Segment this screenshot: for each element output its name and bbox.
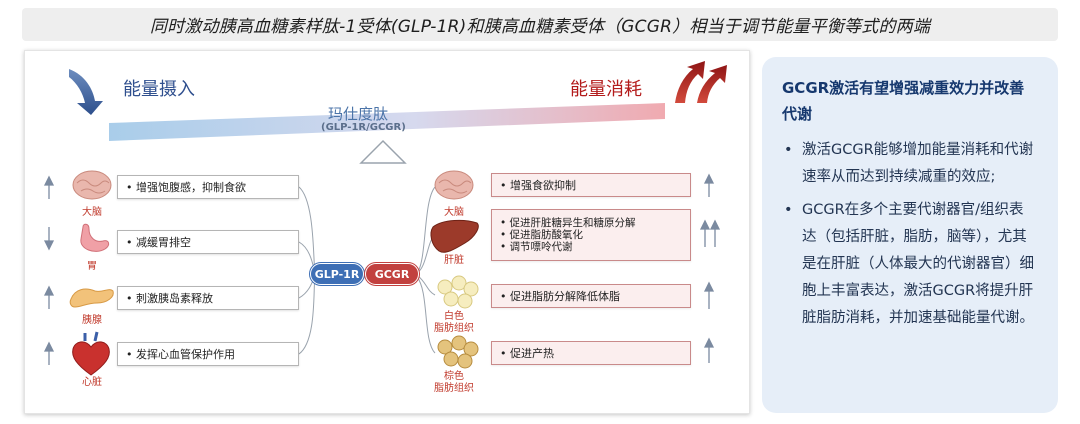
effect-text: 发挥心血管保护作用 <box>136 348 235 361</box>
organ-label-liver: 肝脏 <box>444 255 464 266</box>
panel-title: GCGR激活有望增强减重效力并改善代谢 <box>782 79 1025 123</box>
effect-card-satiety: • 增强饱腹感，抑制食欲 <box>117 175 299 199</box>
gcgr-receptor-pill: GCGR <box>365 263 419 285</box>
stomach-icon <box>80 223 110 252</box>
organ-label-brain: 大脑 <box>82 207 102 218</box>
effect-card-insulin: • 刺激胰岛素释放 <box>117 286 299 310</box>
mechanism-diagram: 能量摄入 能量消耗 玛仕度肽 (GLP-1R/GCGR) 大脑 胃 胰腺 心脏 … <box>24 50 750 414</box>
organ-label-pancreas: 胰腺 <box>82 315 102 326</box>
effect-text: 促进产热 <box>510 347 554 360</box>
page-title: 同时激动胰高血糖素样肽-1受体(GLP-1R)和胰高血糖素受体（GCGR）相当于… <box>149 17 931 37</box>
brown-fat-icon <box>437 335 479 369</box>
left-direction-arrows <box>43 175 55 365</box>
drug-name: 玛仕度肽 <box>328 105 389 123</box>
energy-expenditure-label: 能量消耗 <box>570 79 642 100</box>
diagram-graphics <box>43 61 727 376</box>
liver-icon <box>430 219 479 253</box>
intake-down-arrow-icon <box>69 69 103 115</box>
panel-bullet: 激活GCGR能够增加能量消耗和代谢速率从而达到持续减重的效应; <box>782 137 1038 191</box>
effect-text: 促进脂肪分解降低体脂 <box>510 290 620 303</box>
effect-card-liver: • 促进肝脏糖异生和糖原分解 • 促进脂肪酸氧化 • 调节嘌呤代谢 <box>491 209 691 261</box>
effect-text: 刺激胰岛素释放 <box>136 292 213 305</box>
organ-label-brain-right: 大脑 <box>444 207 464 218</box>
effect-text: 促进肝脏糖异生和糖原分解 <box>509 217 636 229</box>
heart-icon <box>72 331 110 376</box>
effect-card-lipolysis: • 促进脂肪分解降低体脂 <box>491 284 691 308</box>
effect-text: 增强饱腹感，抑制食欲 <box>136 181 246 194</box>
energy-intake-label: 能量摄入 <box>123 79 195 100</box>
right-direction-arrows <box>699 173 721 363</box>
effect-card-appetite: • 增强食欲抑制 <box>491 173 691 197</box>
organ-label-stomach: 胃 <box>87 261 97 272</box>
effect-card-thermogenesis: • 促进产热 <box>491 341 691 365</box>
expenditure-up-arrows-icon <box>675 61 727 103</box>
gcgr-summary-panel: GCGR激活有望增强减重效力并改善代谢 激活GCGR能够增加能量消耗和代谢速率从… <box>762 57 1058 413</box>
effect-card-cardio: • 发挥心血管保护作用 <box>117 342 299 366</box>
glp1r-receptor-pill: GLP-1R <box>310 263 364 285</box>
panel-bullets: 激活GCGR能够增加能量消耗和代谢速率从而达到持续减重的效应; GCGR在多个主… <box>782 137 1038 332</box>
effect-text: 增强食欲抑制 <box>510 179 576 192</box>
organ-label-heart: 心脏 <box>82 377 102 388</box>
effect-text: 促进脂肪酸氧化 <box>509 229 584 241</box>
brain-icon-right <box>434 170 474 200</box>
balance-fulcrum <box>359 139 407 164</box>
title-bar: 同时激动胰高血糖素样肽-1受体(GLP-1R)和胰高血糖素受体（GCGR）相当于… <box>22 8 1058 41</box>
balance-beam <box>109 103 665 141</box>
right-connectors <box>416 186 436 354</box>
organ-label-brown-fat: 棕色 脂肪组织 <box>434 371 474 394</box>
effect-card-gastric: • 减缓胃排空 <box>117 230 299 254</box>
organ-label-white-fat: 白色 脂肪组织 <box>434 311 474 334</box>
brain-icon <box>72 170 112 200</box>
drug-targets: (GLP-1R/GCGR) <box>321 122 406 133</box>
effect-text: 调节嘌呤代谢 <box>509 241 573 253</box>
effect-text: 减缓胃排空 <box>136 236 191 249</box>
panel-bullet: GCGR在多个主要代谢器官/组织表达（包括肝脏，脂肪，脑等），尤其是在肝脏（人体… <box>782 197 1038 332</box>
white-fat-icon <box>437 275 479 309</box>
pancreas-icon <box>69 288 114 308</box>
